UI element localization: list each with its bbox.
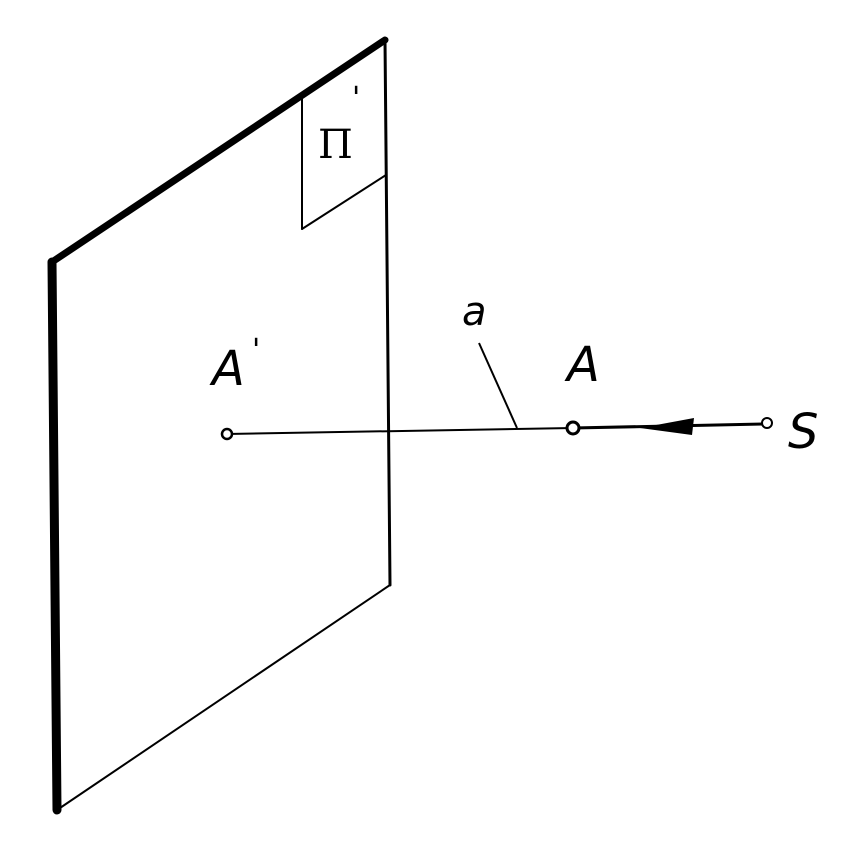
label-box-bottom: [301, 174, 387, 230]
plane-label: Π: [318, 122, 353, 168]
projection-line: [226, 427, 574, 435]
projection-line-label: a: [462, 289, 487, 335]
center-marker: [761, 417, 773, 429]
ray-arrow: [640, 418, 694, 435]
image-point-marker: [220, 427, 234, 441]
point-label: A: [564, 337, 600, 393]
plane-left-edge: [47, 257, 62, 815]
plane-right-edge: [383, 38, 392, 587]
image-point-label: A: [209, 341, 245, 397]
plane-bottom-edge: [56, 584, 391, 811]
center-label: S: [788, 404, 818, 460]
image-point-prime: ': [252, 333, 260, 368]
line-label-leader: [478, 342, 518, 429]
plane-top-edge: [48, 36, 389, 266]
point-marker: [565, 420, 581, 436]
projection-plane: [47, 36, 392, 815]
plane-label-prime: ': [352, 81, 360, 116]
plane-label-box: [301, 95, 387, 230]
